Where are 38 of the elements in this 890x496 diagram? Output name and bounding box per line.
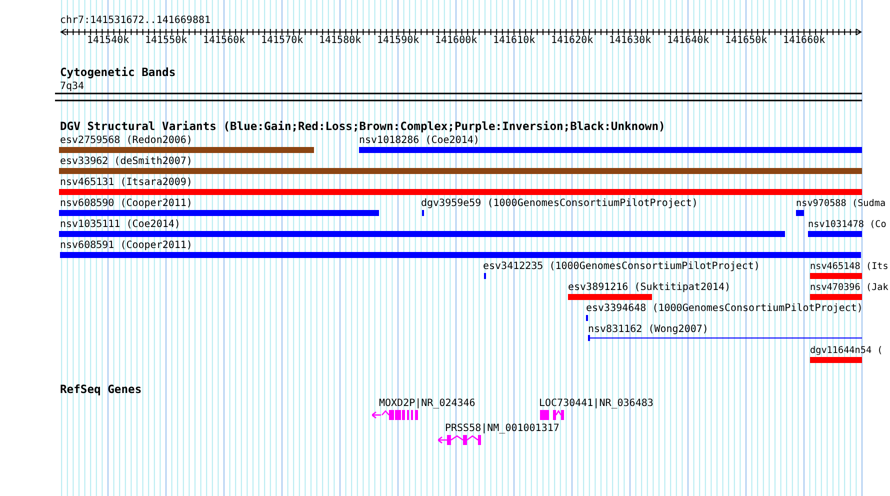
variant-label: nsv1018286 (Coe2014) bbox=[359, 135, 480, 147]
axis-tick-label: 141650k bbox=[725, 35, 768, 47]
axis-tick-label: 141630k bbox=[609, 35, 652, 47]
variant-label: esv3394648 (1000GenomesConsortiumPilotProject) bbox=[586, 303, 863, 315]
track-heading: RefSeq Genes bbox=[60, 384, 142, 396]
axis-tick-label: 141590k bbox=[377, 35, 420, 47]
variant-label: nsv1031478 (Co bbox=[808, 219, 886, 231]
track-heading: DGV Structural Variants (Blue:Gain;Red:Loss;Brown:Complex;Purple:Inversion;Black:Unknown) bbox=[60, 121, 666, 133]
variant-label: esv33962 (deSmith2007) bbox=[60, 156, 192, 168]
axis-tick-label: 141640k bbox=[667, 35, 710, 47]
variant-label: nsv608590 (Cooper2011) bbox=[60, 198, 192, 210]
axis-tick-label: 141620k bbox=[551, 35, 594, 47]
axis-tick-label: 141550k bbox=[145, 35, 188, 47]
variant-label: dgv3959e59 (1000GenomesConsortiumPilotProject) bbox=[421, 198, 698, 210]
band-label: 7q34 bbox=[60, 81, 84, 93]
variant-label: nsv465131 (Itsara2009) bbox=[60, 177, 192, 189]
track-heading: Cytogenetic Bands bbox=[60, 67, 176, 79]
variant-label: esv2759568 (Redon2006) bbox=[60, 135, 192, 147]
gene-label: PRSS58|NM_001001317 bbox=[445, 423, 560, 435]
variant-label: nsv465148 (Its bbox=[810, 261, 888, 273]
variant-label: nsv470396 (Jak bbox=[810, 282, 888, 294]
axis-tick-label: 141580k bbox=[319, 35, 362, 47]
variant-label: esv3891216 (Suktitipat2014) bbox=[568, 282, 731, 294]
variant-label: nsv608591 (Cooper2011) bbox=[60, 240, 192, 252]
variant-label: nsv1035111 (Coe2014) bbox=[60, 219, 180, 231]
variant-label: esv3412235 (1000GenomesConsortiumPilotProject) bbox=[483, 261, 760, 273]
axis-tick-label: 141660k bbox=[783, 35, 826, 47]
axis-tick-label: 141600k bbox=[435, 35, 478, 47]
axis-tick-label: 141540k bbox=[87, 35, 130, 47]
gene-label: MOXD2P|NR_024346 bbox=[379, 398, 476, 410]
axis-tick-label: 141560k bbox=[203, 35, 246, 47]
variant-label: nsv831162 (Wong2007) bbox=[588, 324, 708, 336]
axis-tick-label: 141610k bbox=[493, 35, 536, 47]
axis-tick-label: 141570k bbox=[261, 35, 304, 47]
coordinate-range: chr7:141531672..141669881 bbox=[60, 15, 211, 27]
gene-label: LOC730441|NR_036483 bbox=[539, 398, 654, 410]
variant-label: dgv11644n54 ( bbox=[810, 345, 883, 357]
variant-label: nsv970588 (Sudma bbox=[796, 198, 886, 210]
